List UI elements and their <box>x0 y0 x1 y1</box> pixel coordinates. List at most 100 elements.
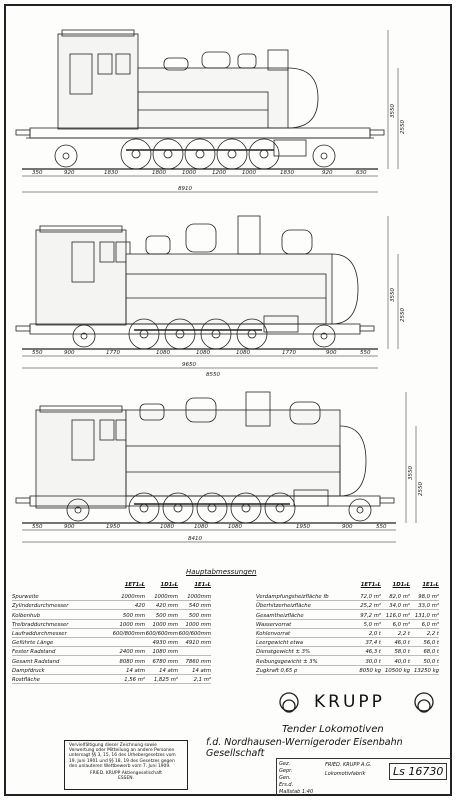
column-header: 1ET1₀L <box>124 582 145 588</box>
row-label: Gesamt Radstand <box>12 658 60 665</box>
row-label: Fester Radstand <box>12 649 56 656</box>
row-label: Verdampfungsheizfläche fb <box>256 594 329 601</box>
row-label: Reibungsgewicht ± 3% <box>256 658 318 665</box>
row-label: Überhitzerheizfläche <box>256 603 311 610</box>
dim-label: 1080 <box>156 350 170 356</box>
dim-vertical: 2550 <box>400 308 406 322</box>
column-header: 1ET1₀L <box>360 582 381 588</box>
dim-label: 1000 <box>182 170 196 176</box>
dim-label: 1080 <box>196 350 210 356</box>
cell: 116,0 m² <box>385 612 410 619</box>
dim-label: 1800 <box>152 170 166 176</box>
cell: 2,1 m² <box>193 676 211 683</box>
cell: 6,0 m³ <box>392 621 410 628</box>
dim-label: 1080 <box>160 524 174 530</box>
row-label: Gesamtheizfläche <box>256 612 304 619</box>
column-header: 1E1₀L <box>194 582 211 588</box>
cell: 6,0 m³ <box>421 621 439 628</box>
dim-vertical: 3550 <box>408 466 414 480</box>
dim-label: 550 <box>360 350 371 356</box>
table-row: Dampfdruck 14 atm 14 atm 14 atm <box>12 666 211 675</box>
cell: 420 mm <box>155 603 178 610</box>
row-label: Kolbenhub <box>12 612 41 619</box>
dim-total: 8550 <box>206 372 220 378</box>
cell: 14 atm <box>192 667 211 674</box>
dim-label: 1830 <box>280 170 294 176</box>
spec-table-right: 1ET1₀L 1D1₀L 1E1₀L Verdampfungsheizfläch… <box>256 582 439 675</box>
cell: 600/800mm <box>112 630 145 637</box>
dim-vertical: 2550 <box>400 120 406 134</box>
cell: 56,0 t <box>423 640 439 647</box>
locomotive-view-middle <box>15 215 399 369</box>
dim-label: 630 <box>356 170 367 176</box>
dim-vertical: 2550 <box>418 482 424 496</box>
cell: 1000mm <box>187 594 211 601</box>
table-row: Fester Radstand 2400 mm 1080 mm <box>12 647 211 657</box>
table-row: Verdampfungsheizfläche fb 72,0 m² 82,0 m² 9… <box>256 592 439 602</box>
cell: 500 mm <box>155 612 178 619</box>
drawing-subtitle: f.d. Nordhausen-Wernigeroder Eisenbahn G… <box>206 737 403 759</box>
locomotive-view-top <box>15 29 399 193</box>
cell: 30,0 t <box>365 658 381 665</box>
firm-name: FRIED. KRUPP A.G. <box>325 762 372 768</box>
row-label: Zylinderdurchmesser <box>12 603 69 610</box>
cell: 540 mm <box>188 603 211 610</box>
cell: 33,0 m² <box>418 603 439 610</box>
cell: 50,0 t <box>423 658 439 665</box>
drawing-sheet: 350 920 1830 1800 1000 1200 1000 1830 92… <box>4 4 452 796</box>
row-label: Dienstgewicht ± 3% <box>256 649 310 656</box>
spec-table-header: 1ET1₀L 1D1₀L 1E1₀L <box>12 582 211 592</box>
dim-label: 900 <box>64 350 75 356</box>
row-note: ± 3% <box>303 658 318 665</box>
dim-label: 920 <box>322 170 333 176</box>
cell: 500 mm <box>188 612 211 619</box>
dim-label: 900 <box>326 350 337 356</box>
cell: 14 atm <box>126 667 145 674</box>
row-label: Dampfdruck <box>12 667 45 674</box>
dim-label: 1770 <box>282 350 296 356</box>
brand-name: KRUPP <box>314 692 385 712</box>
cell: 2,2 t <box>426 630 439 637</box>
dim-label: 1080 <box>194 524 208 530</box>
dim-label: 1950 <box>106 524 120 530</box>
dim-label: 1770 <box>106 350 120 356</box>
row-label: Leergewicht etwa <box>256 640 304 647</box>
cell: 1080 mm <box>152 649 178 656</box>
cell: 68,0 t <box>423 649 439 656</box>
cell: 600/600mm <box>178 630 211 637</box>
cell: 1000mm <box>121 594 145 601</box>
dim-label: 1830 <box>104 170 118 176</box>
krupp-rings-logo <box>279 692 434 713</box>
cell: 10500 kg <box>385 667 410 674</box>
row-label: Spurweite <box>12 594 39 601</box>
notice-city: ESSEN. <box>118 776 134 782</box>
cell: 2400 mm <box>119 649 145 656</box>
cell: 1,56 m² <box>124 676 145 683</box>
cell: 14 atm <box>159 667 178 674</box>
cell: 13250 kg <box>414 667 439 674</box>
row-label: Zugkraft 0,65 p <box>256 667 298 674</box>
dim-label: 900 <box>64 524 75 530</box>
dim-label: 1080 <box>228 524 242 530</box>
cell: 6780 mm <box>152 658 178 665</box>
notice-firm: FRIED. KRUPP Aktiengesellschaft <box>90 771 162 777</box>
locomotive-drawings <box>15 29 417 543</box>
cell: 37,4 t <box>365 640 381 647</box>
cell: 72,0 m² <box>360 594 381 601</box>
drawing-title: Tender Lokomotiven <box>282 724 384 735</box>
cell: 82,0 m² <box>389 594 410 601</box>
table-title: Hauptabmessungen <box>186 568 257 576</box>
title-block: Gez. Gepr. Gen. Ers.d. Maßstab 1:40 FRIE… <box>276 758 452 796</box>
row-label: Treibraddurchmesser <box>12 621 69 628</box>
field-label: Ers.d. <box>279 782 294 788</box>
dim-label: 550 <box>32 524 43 530</box>
cell: 98,0 m² <box>418 594 439 601</box>
dim-label: 920 <box>64 170 75 176</box>
cell: 131,0 m² <box>414 612 439 619</box>
